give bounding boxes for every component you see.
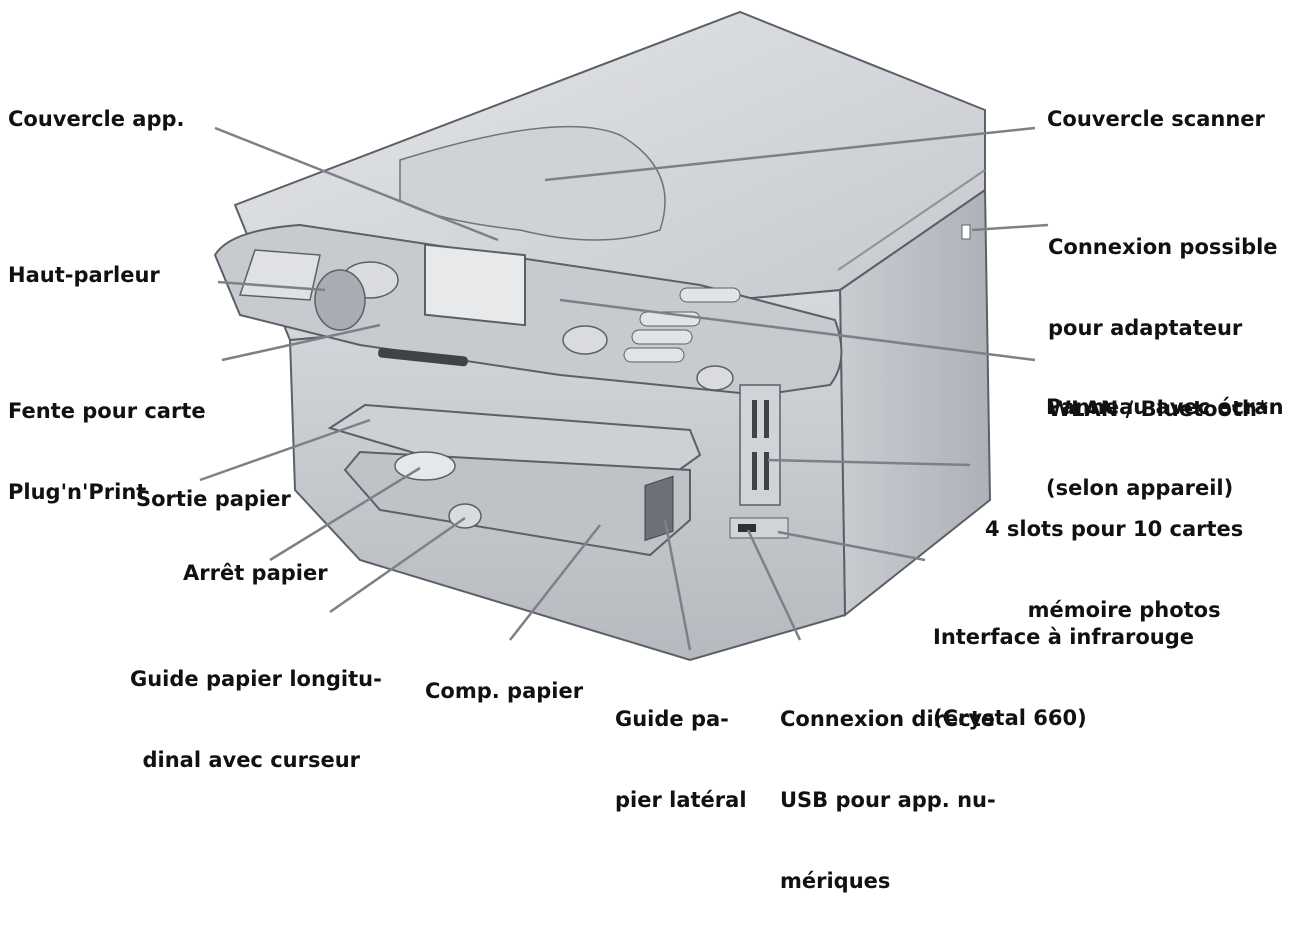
label-couvercle-app: Couvercle app. bbox=[8, 107, 185, 131]
label-arret-papier: Arrêt papier bbox=[183, 561, 328, 585]
memory-slot-1 bbox=[752, 400, 757, 438]
label-guide-lateral-line-1: Guide pa- bbox=[615, 707, 729, 731]
leader-interface-infrarouge bbox=[777, 530, 926, 562]
label-sortie-papier: Sortie papier bbox=[136, 487, 291, 511]
paper-guide-knob bbox=[448, 503, 482, 529]
memory-slot-3 bbox=[752, 452, 757, 490]
label-connexion-usb-line-3: mériques bbox=[780, 869, 891, 893]
memory-slot-2 bbox=[764, 400, 769, 438]
label-connexion-usb-line-2: USB pour app. nu- bbox=[780, 788, 996, 812]
paper-stop bbox=[394, 451, 456, 481]
label-connexion-usb: Connexion directe USB pour app. nu- méri… bbox=[780, 652, 996, 949]
label-fente-carte-line-1: Fente pour carte bbox=[8, 399, 206, 423]
label-guide-longitudinal: Guide papier longitu- dinal avec curseur bbox=[130, 612, 382, 828]
label-connexion-wlan-line-3: WLAN / Bluetooth* bbox=[1048, 397, 1268, 421]
panel-round-button bbox=[562, 325, 608, 355]
panel-key-d bbox=[679, 287, 741, 303]
usb-port bbox=[729, 517, 789, 539]
printer-illustration bbox=[199, 10, 1049, 662]
label-panneau-ecran-line-1: Panneau avec écran bbox=[1046, 395, 1284, 419]
panel-key-c bbox=[623, 347, 685, 363]
label-haut-parleur: Haut-parleur bbox=[8, 263, 160, 287]
leader-couvercle-app bbox=[214, 126, 499, 242]
leader-fente-carte bbox=[221, 323, 381, 362]
panel-key-b bbox=[631, 329, 693, 345]
label-interface-infrarouge-line-2: (Crystal 660) bbox=[933, 706, 1087, 730]
leader-haut-parleur bbox=[217, 280, 326, 292]
leader-slots-cartes bbox=[767, 458, 971, 467]
label-connexion-wlan-line-2: pour adaptateur bbox=[1048, 316, 1243, 340]
leader-connexion-wlan bbox=[971, 223, 1049, 232]
usb-socket bbox=[738, 524, 756, 532]
scanner-lid-edge bbox=[837, 169, 986, 271]
card-slot bbox=[378, 347, 468, 367]
leader-guide-longitudinal bbox=[329, 516, 466, 614]
wlan-port bbox=[961, 224, 971, 240]
leader-panneau-ecran bbox=[559, 298, 1036, 362]
leader-sortie-papier bbox=[199, 418, 371, 482]
label-slots-cartes-line-1: 4 slots pour 10 cartes bbox=[985, 517, 1244, 541]
label-connexion-usb-line-1: Connexion directe bbox=[780, 707, 995, 731]
label-interface-infrarouge: Interface à infrarouge (Crystal 660) bbox=[933, 570, 1194, 786]
label-panneau-ecran-line-2: (selon appareil) bbox=[1046, 476, 1234, 500]
speaker-grille bbox=[314, 269, 366, 331]
memory-card-panel bbox=[739, 384, 781, 506]
printer-diagram: Couvercle app. Haut-parleur Fente pour c… bbox=[8, 10, 1284, 893]
leader-couvercle-scanner bbox=[544, 126, 1036, 182]
leader-arret-papier bbox=[269, 466, 421, 562]
label-interface-infrarouge-line-1: Interface à infrarouge bbox=[933, 625, 1195, 649]
label-fente-carte: Fente pour carte Plug'n'Print bbox=[8, 344, 206, 560]
label-comp-papier: Comp. papier bbox=[425, 679, 584, 703]
label-guide-longitudinal-line-1: Guide papier longitu- bbox=[130, 667, 382, 691]
label-guide-lateral: Guide pa- pier latéral bbox=[615, 652, 747, 868]
leader-guide-lateral bbox=[663, 519, 692, 651]
label-slots-cartes-line-2: mémoire photos bbox=[1027, 598, 1221, 622]
memory-slot-4 bbox=[764, 452, 769, 490]
panel-start-button bbox=[696, 365, 734, 391]
leader-connexion-usb bbox=[746, 529, 802, 641]
label-guide-longitudinal-line-2: dinal avec curseur bbox=[142, 748, 360, 772]
label-panneau-ecran: Panneau avec écran (selon appareil) bbox=[1046, 340, 1284, 556]
leader-lines bbox=[199, 126, 1049, 651]
label-slots-cartes: 4 slots pour 10 cartes mémoire photos bbox=[985, 462, 1243, 678]
label-connexion-wlan-line-1: Connexion possible bbox=[1048, 235, 1278, 259]
panel-screen bbox=[424, 243, 526, 327]
side-paper-guide bbox=[644, 475, 674, 542]
label-connexion-wlan: Connexion possible pour adaptateur WLAN … bbox=[1048, 180, 1278, 477]
panel-left-pad bbox=[238, 249, 321, 301]
leader-comp-papier bbox=[509, 524, 601, 641]
adf-cover bbox=[399, 125, 666, 241]
label-couvercle-scanner: Couvercle scanner bbox=[1047, 107, 1265, 131]
label-fente-carte-line-2: Plug'n'Print bbox=[8, 480, 147, 504]
label-guide-lateral-line-2: pier latéral bbox=[615, 788, 747, 812]
